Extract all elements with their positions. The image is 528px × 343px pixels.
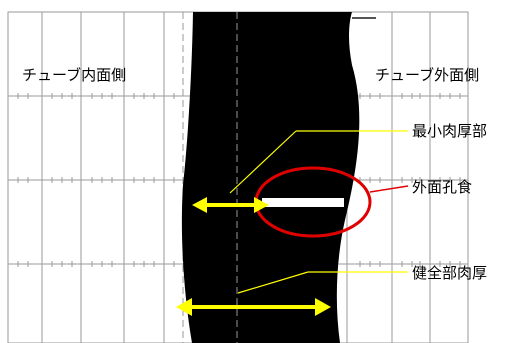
label-outer-pitting: 外面孔食 [412, 178, 472, 196]
label-sound-thickness: 健全部肉厚 [412, 264, 487, 282]
min-thickness-arrow [192, 197, 269, 213]
grid-ticks [17, 93, 461, 267]
min-thickness-leader [229, 130, 297, 194]
outer-pitting-leader [369, 185, 409, 193]
sound-thickness-leader [237, 271, 309, 294]
label-inner-side: チューブ内面側 [22, 66, 126, 84]
sound-thickness-arrow [176, 298, 331, 316]
label-min-thickness: 最小肉厚部 [412, 122, 487, 140]
label-outer-side: チューブ外面側 [375, 66, 479, 84]
outer-pitting-notch [262, 198, 344, 207]
